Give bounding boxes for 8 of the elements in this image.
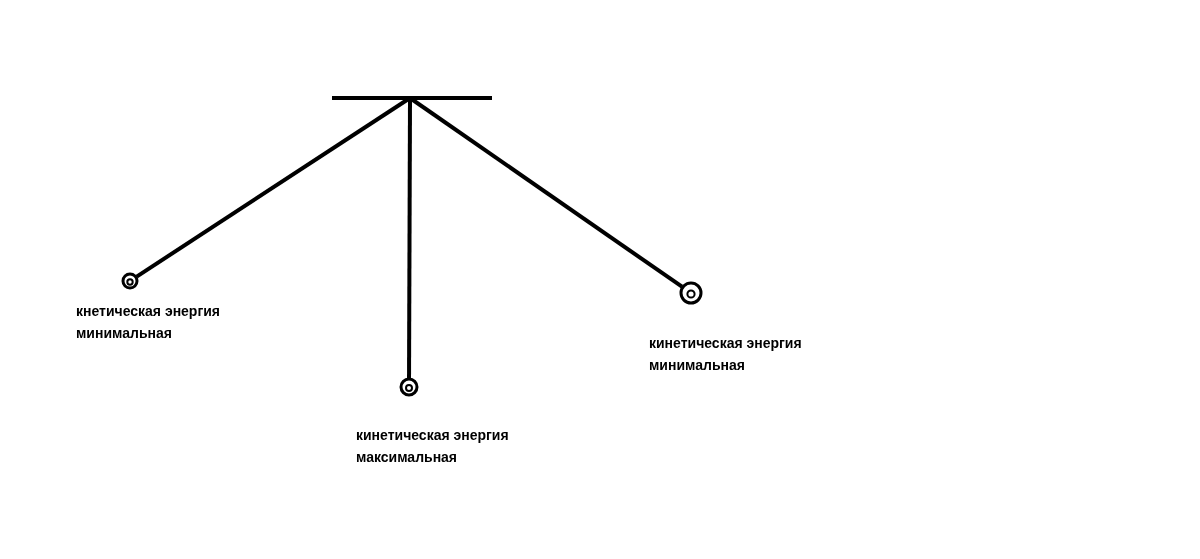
pendulum-bob	[121, 272, 139, 290]
energy-label: кинетическая энергия минимальная	[649, 334, 803, 375]
energy-label: кнетическая энергия минимальная	[76, 302, 222, 343]
support-bar	[332, 96, 492, 100]
pendulum-bob	[679, 281, 703, 305]
energy-label: кинетическая энергия максимальная	[356, 426, 510, 467]
pendulum-string	[407, 98, 412, 378]
pendulum-bob	[399, 377, 419, 397]
